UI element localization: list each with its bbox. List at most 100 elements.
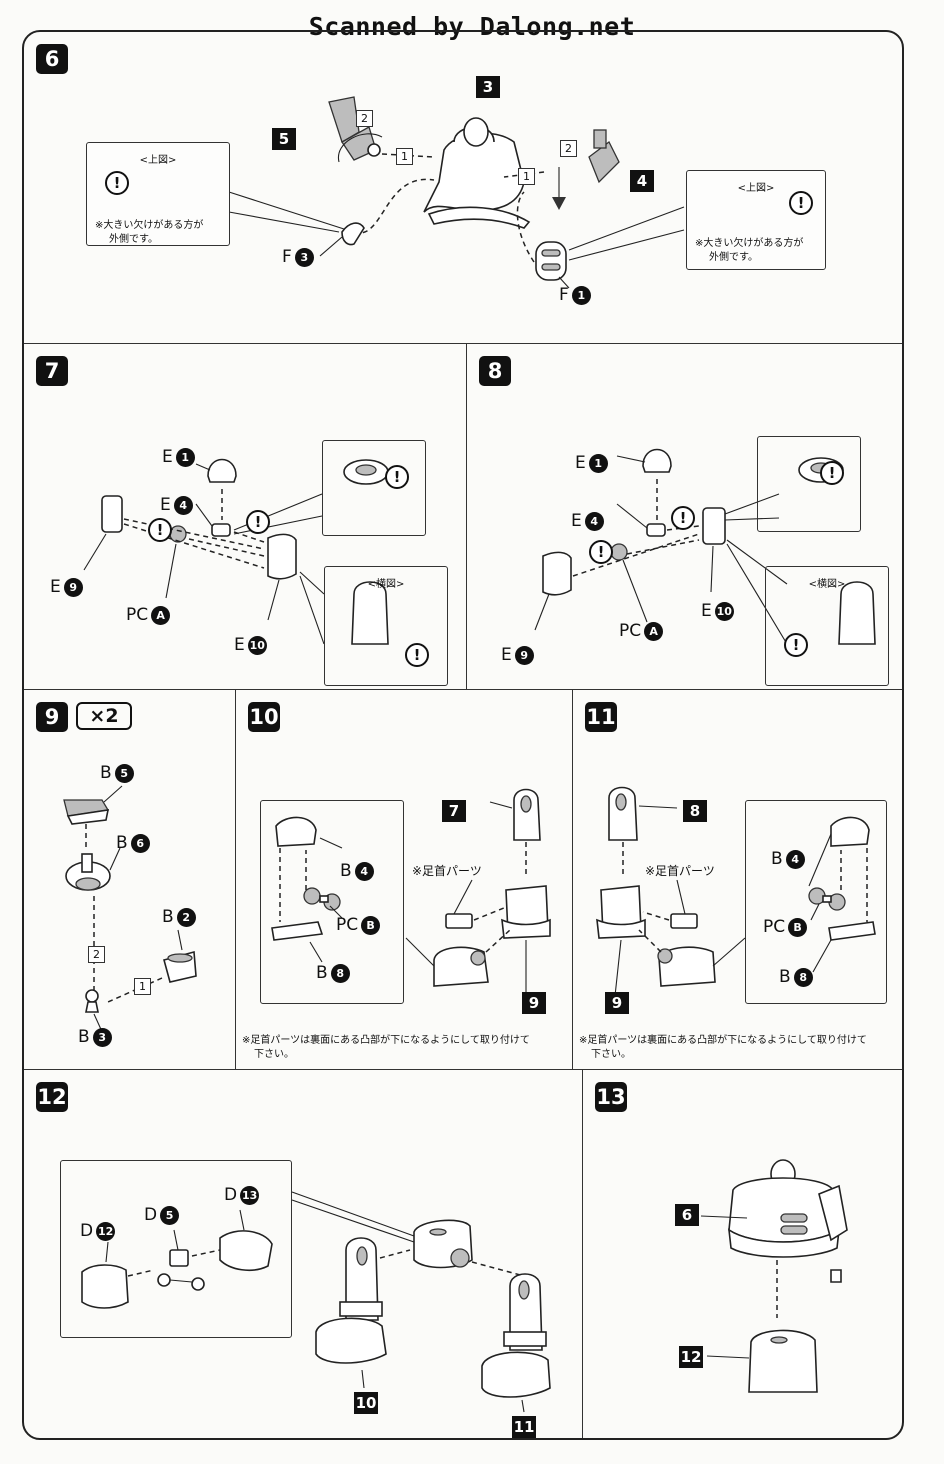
part-letter: PC (126, 605, 149, 625)
step-number-9: 9 (36, 702, 68, 732)
part-label-e1: E 1 (162, 448, 195, 467)
step-6-order-1-right: 1 (518, 168, 535, 185)
part-number: A (644, 622, 664, 641)
step-number-8: 8 (479, 356, 511, 386)
part-number: 9 (63, 578, 83, 597)
caution-icon: ! (405, 643, 429, 667)
caution-icon: ! (246, 510, 270, 534)
step-10-ref-9: 9 (522, 992, 546, 1014)
part-label-d12: D 12 (80, 1221, 116, 1241)
part-number: 1 (571, 286, 591, 305)
inset-note-line: ※大きい欠けがある方が (95, 220, 204, 231)
step-11-inset (745, 800, 887, 1004)
inset-title: <上図> (737, 183, 775, 194)
part-letter: PC (336, 915, 359, 935)
caution-icon: ! (789, 191, 813, 215)
part-letter: PC (763, 917, 786, 937)
step-11-diagram (596, 786, 876, 997)
part-label-b2: B 2 (162, 908, 196, 927)
inset-title: <横図> (367, 579, 405, 590)
step-12-inset (60, 1160, 292, 1338)
step-7-panel: 7 (24, 343, 467, 690)
note-line: 下さい。 (254, 1049, 294, 1060)
part-letter: D (224, 1185, 238, 1205)
part-label-pc-a: PC A (126, 605, 171, 625)
part-letter: E (571, 511, 582, 531)
part-letter: B (78, 1027, 90, 1047)
part-label-b8: B 8 (316, 964, 350, 983)
part-letter: D (144, 1205, 158, 1225)
step-6-inset-left: <上図> ! ※大きい欠けがある方が 外側です。 (86, 142, 230, 246)
step-9-panel: 9 ×2 2 1 B 5 B 6 (24, 689, 236, 1070)
caution-icon: ! (671, 506, 695, 530)
step-10-note: ※足首パーツは裏面にある凸部が下になるようにして取り付けて 下さい。 (242, 1034, 530, 1062)
step-11-panel: 11 (572, 689, 902, 1070)
caution-icon: ! (820, 461, 844, 485)
step-6-ref-5: 5 (272, 128, 296, 150)
step-9-diagram (63, 785, 197, 1037)
step-12-panel: 12 (24, 1069, 583, 1438)
part-number: 10 (714, 602, 734, 621)
step-9-order-2: 2 (88, 946, 105, 963)
inset-note-line: ※大きい欠けがある方が (695, 238, 804, 249)
part-label-b8: B 8 (779, 968, 813, 987)
part-number: 9 (514, 646, 534, 665)
step-number-6: 6 (36, 44, 68, 74)
step-12-ref-11: 11 (512, 1416, 536, 1438)
inset-note-line: 外側です。 (109, 233, 158, 245)
step-6-panel: 6 (24, 32, 902, 344)
step-13-ref-12: 12 (679, 1346, 703, 1368)
part-label-b6: B 6 (116, 834, 150, 853)
inset-title: <横図> (808, 579, 846, 590)
part-label-e10: E 10 (234, 636, 267, 655)
part-letter: B (162, 907, 174, 927)
part-label-e4: E 4 (571, 512, 604, 531)
part-letter: B (771, 849, 783, 869)
part-label-b4: B 4 (340, 862, 374, 881)
part-letter: D (80, 1221, 94, 1241)
step-6-order-1-left: 1 (396, 148, 413, 165)
part-label-e9: E 9 (501, 646, 534, 665)
part-number: 3 (294, 248, 314, 267)
part-label-pc-b: PC B (336, 915, 381, 935)
part-label-e4: E 4 (160, 496, 193, 515)
part-letter: B (340, 861, 352, 881)
step-6-order-2-left: 2 (356, 110, 373, 127)
part-number: 8 (330, 964, 350, 983)
step-8-inset-top: ! (757, 436, 861, 532)
caution-icon: ! (148, 518, 172, 542)
step-13-ref-6: 6 (675, 1204, 699, 1226)
part-number: 13 (240, 1186, 260, 1205)
part-label-b5: B 5 (100, 764, 134, 783)
note-line: ※足首パーツは裏面にある凸部が下になるようにして取り付けて (579, 1035, 867, 1046)
part-label-e1: E 1 (575, 454, 608, 473)
part-label-d5: D 5 (144, 1205, 180, 1225)
inset-title: <上図> (139, 155, 177, 166)
part-label-d13: D 13 (224, 1185, 260, 1205)
caution-icon: ! (385, 465, 409, 489)
step-8-panel: 8 ! ! E 1 (466, 343, 902, 690)
step-10-ref-7: 7 (442, 800, 466, 822)
step-number-11: 11 (585, 702, 617, 732)
step-12-diagram (81, 1191, 551, 1413)
part-number: 8 (793, 968, 813, 987)
part-number: 3 (92, 1028, 112, 1047)
step-13-diagram (700, 1159, 848, 1393)
watermark-text: Scanned by Dalong.net (308, 12, 636, 41)
step-7-inset-top: ! (322, 440, 426, 536)
part-number: 1 (588, 454, 608, 473)
part-letter: F (282, 247, 292, 267)
part-number: 4 (173, 496, 193, 515)
part-label-b4: B 4 (771, 850, 805, 869)
part-number: 5 (160, 1206, 180, 1225)
step-7-diagram (83, 458, 389, 645)
step-10-inset (260, 800, 404, 1004)
part-number: A (151, 606, 171, 625)
step-11-ref-8: 8 (683, 800, 707, 822)
part-letter: E (501, 645, 512, 665)
part-number: 1 (175, 448, 195, 467)
part-letter: PC (619, 621, 642, 641)
step-12-ref-10: 10 (354, 1392, 378, 1414)
multiplier-badge: ×2 (76, 702, 132, 730)
step-number-13: 13 (595, 1082, 627, 1112)
